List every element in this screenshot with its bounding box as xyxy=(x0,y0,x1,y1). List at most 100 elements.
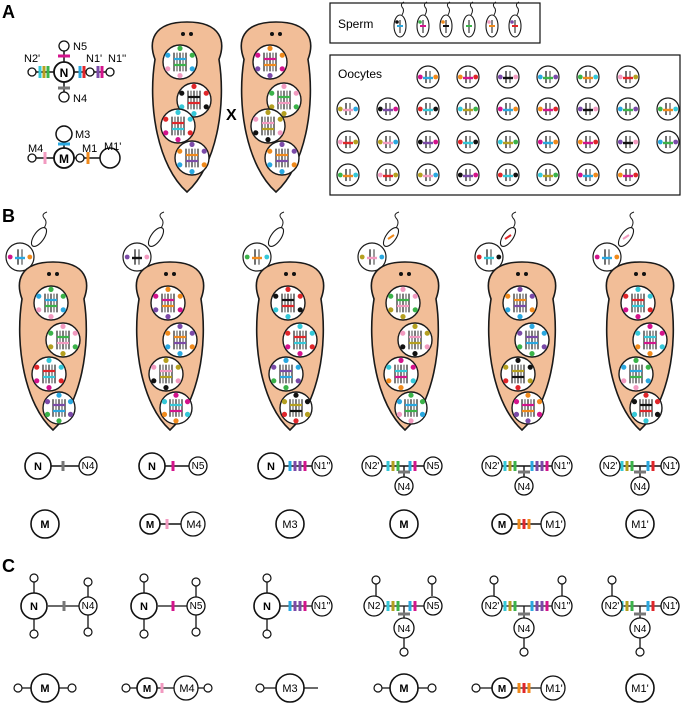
sperm-row xyxy=(393,1,522,38)
offspring-column xyxy=(122,211,205,432)
gonad-cell xyxy=(250,108,286,144)
eyespot-left xyxy=(634,272,638,276)
eyespot-left xyxy=(164,272,168,276)
b-col5-m: M M1' xyxy=(491,511,566,537)
gonad-cell xyxy=(162,44,198,80)
b-c2-n: N xyxy=(148,461,156,473)
b-c5-n4: N4 xyxy=(518,482,531,493)
c-col2-n: N N5 xyxy=(130,573,206,639)
sperm-cell xyxy=(485,1,499,38)
offspring-column xyxy=(592,211,675,432)
c-col3-n: N N1'' xyxy=(253,573,333,639)
gamete-cell xyxy=(376,130,400,154)
gamete-cell xyxy=(474,242,504,272)
gonad-cell xyxy=(33,285,69,321)
c-c6-n1p: N1' xyxy=(663,601,678,612)
gonad-cell xyxy=(270,285,306,321)
gamete-cell xyxy=(496,97,520,121)
gamete-cell xyxy=(576,65,600,89)
b-col5-n: N2' N1'' N4 xyxy=(481,455,573,496)
b-c5-m1p: M1' xyxy=(545,519,562,531)
b-c2-m4: M4 xyxy=(186,519,201,531)
node-n1pp-label: N1'' xyxy=(108,53,126,65)
b-c6-n2p: N2' xyxy=(603,461,618,472)
gonad-cell xyxy=(159,391,193,425)
c-c3-n1pp: N1'' xyxy=(314,601,331,612)
c-c5-n4: N4 xyxy=(518,624,531,635)
gamete-cell xyxy=(576,130,600,154)
b-c4-m: M xyxy=(399,519,408,531)
b-c2-m: M xyxy=(146,520,154,531)
b-col2-n: N N5 xyxy=(138,452,208,480)
c-col2-m: M M4 xyxy=(121,675,213,701)
gonad-cell xyxy=(264,140,300,176)
cross-symbol: X xyxy=(226,107,237,124)
gonad-cell xyxy=(511,391,545,425)
gonad-cell xyxy=(514,322,550,358)
b-col4-n: N2' N5 N4 xyxy=(361,455,443,496)
gamete-cell xyxy=(616,130,640,154)
b-c5-m: M xyxy=(498,520,506,531)
gonad-cell xyxy=(620,285,656,321)
gonad-cell xyxy=(397,322,433,358)
offspring-column xyxy=(474,211,557,432)
c-col6-m: M1' xyxy=(625,673,655,703)
b-c6-n4: N4 xyxy=(634,482,647,493)
eyespot-left xyxy=(270,32,274,36)
b-col1-n: N N4 xyxy=(24,452,98,480)
sperm-cell xyxy=(439,1,453,38)
gamete-cell xyxy=(616,65,640,89)
gamete-cell xyxy=(242,242,272,272)
gamete-cell xyxy=(456,163,480,187)
c-col6-n: N2' N1' N4 xyxy=(601,575,680,657)
gamete-cell xyxy=(576,163,600,187)
gamete-cell xyxy=(5,242,35,272)
b-col3-m: M3 xyxy=(275,509,305,539)
c-c5-n1pp: N1'' xyxy=(554,601,571,612)
gamete-cell xyxy=(336,130,360,154)
node-n1p-label: N1' xyxy=(86,53,102,65)
c-c2-m4: M4 xyxy=(179,683,194,695)
b-col2-m: M M4 xyxy=(139,511,206,537)
c-c2-n5: N5 xyxy=(190,601,203,612)
b-c1-m: M xyxy=(40,519,49,531)
panel-label-b: B xyxy=(2,206,15,226)
gamete-cell xyxy=(536,130,560,154)
gamete-cell xyxy=(336,163,360,187)
b-c4-n5: N5 xyxy=(427,461,440,472)
gamete-cell xyxy=(122,242,152,272)
gamete-cell xyxy=(376,163,400,187)
sperm-cell xyxy=(508,1,522,38)
eyespot-right xyxy=(278,32,282,36)
eyespot-left xyxy=(399,272,403,276)
b-c3-n1pp: N1'' xyxy=(314,461,331,472)
node-m1p-label: M1' xyxy=(104,141,121,153)
node-n4-label: N4 xyxy=(73,93,87,105)
node-m1-label: M1 xyxy=(82,143,97,155)
node-m3-label: M3 xyxy=(75,129,90,141)
panel-a-m-network: M M3 M4 M1 M1' xyxy=(27,125,121,169)
c-c4-n2: N2 xyxy=(368,601,381,612)
gamete-cell xyxy=(357,242,387,272)
gamete-cell xyxy=(592,242,622,272)
gonad-cell xyxy=(502,285,538,321)
c-c5-m: M xyxy=(498,684,506,695)
c-col4-n: N2 N5 N4 xyxy=(363,575,443,657)
gonad-cell xyxy=(629,391,663,425)
c-c6-n4: N4 xyxy=(634,624,647,635)
eyespot-right xyxy=(642,272,646,276)
eyespot-right xyxy=(407,272,411,276)
b-c5-n1pp: N1'' xyxy=(554,461,571,472)
b-col4-m: M xyxy=(389,509,419,539)
gonad-cell xyxy=(45,322,81,358)
panel-c-networks: N N4 M N N5 xyxy=(13,573,680,703)
b-c4-n4: N4 xyxy=(398,482,411,493)
c-c2-m: M xyxy=(143,684,151,695)
gonad-cell xyxy=(500,356,536,392)
c-c4-n4: N4 xyxy=(398,624,411,635)
b-col1-m: M xyxy=(30,509,60,539)
offspring-column xyxy=(357,211,440,432)
gonad-cell xyxy=(279,391,313,425)
gonad-cell xyxy=(160,108,196,144)
